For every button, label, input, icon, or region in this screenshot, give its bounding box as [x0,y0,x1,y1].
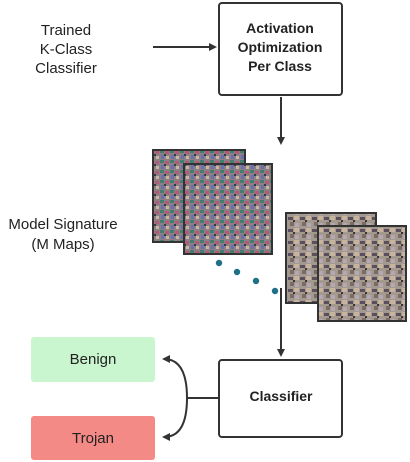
input-label-line1: Trained [41,22,91,39]
signature-label-line2: (M Maps) [31,236,94,253]
benign-branch-arrow [162,355,188,399]
more-maps-ellipsis [215,259,279,295]
activation-map-stack-2 [285,212,407,322]
signature-label-line1: Model Signature [8,216,117,233]
activation-box-line2: Optimization [238,39,323,55]
trojan-output-label: Trojan [72,430,114,447]
input-label-line2: K-Class [40,41,93,58]
trojan-branch-arrow [162,397,188,441]
activation-optimization-box [218,2,343,96]
input-label-line3: Classifier [35,60,97,77]
activation-map-image [317,225,407,322]
activation-box-line1: Activation [246,20,314,36]
classifier-box [218,359,343,438]
activation-map-image [183,163,273,255]
trojan-output-box [31,416,155,460]
classifier-box-label: Classifier [249,388,313,404]
benign-output-label: Benign [70,351,117,368]
activation-map-stack-1 [152,149,273,255]
activation-box-line3: Per Class [248,58,312,74]
benign-output-box [31,337,155,382]
